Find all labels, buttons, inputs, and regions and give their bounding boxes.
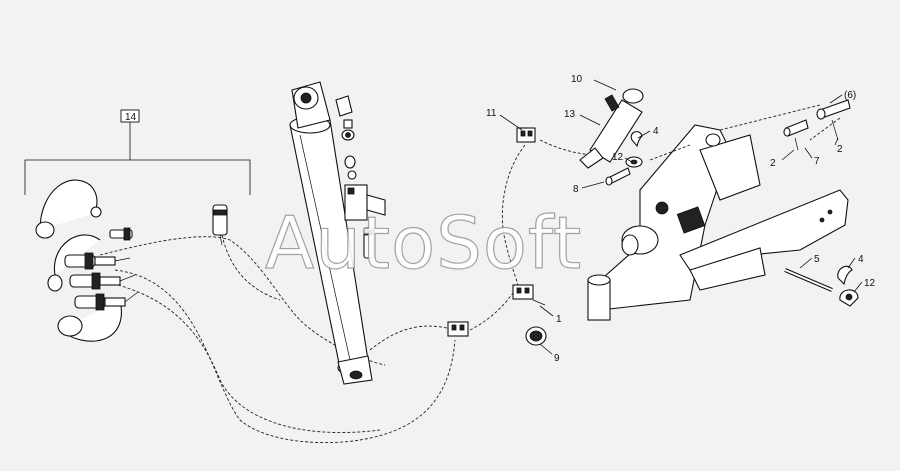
callout-14: 14 — [125, 112, 137, 123]
washer-12-upper — [625, 156, 643, 168]
callout-9: 9 — [554, 353, 560, 364]
serrated-pad — [676, 206, 706, 234]
valve-block — [344, 184, 386, 221]
callout-10: 10 — [571, 74, 583, 85]
hose-to-coupler-right — [469, 289, 516, 331]
hose-cyl-right — [369, 325, 456, 351]
coupler-kit-14: 14 — [24, 109, 251, 342]
filter-disc-9 — [525, 326, 547, 346]
hose-clamp-1 — [512, 284, 546, 306]
callout-6: (6) — [844, 90, 856, 101]
hydraulic-hoses — [99, 139, 601, 444]
hose-fitting-right — [363, 227, 375, 259]
fitting-stack — [335, 95, 357, 180]
washer-12-right — [839, 289, 859, 307]
pin-8 — [605, 167, 631, 186]
callout-11: 11 — [486, 108, 497, 119]
callout-1: 1 — [556, 314, 562, 325]
callout-12-right: 12 — [864, 278, 876, 289]
callout-4-upper: 4 — [653, 126, 659, 137]
watermark-text: AutoSoft — [265, 201, 582, 285]
hose-end-fitting — [212, 204, 228, 246]
small-cylinder-13 — [579, 88, 644, 169]
linkage-frame — [587, 124, 849, 321]
hose-right-loop — [501, 144, 526, 286]
callout-5: 5 — [814, 254, 820, 265]
callout-2-right: 2 — [837, 144, 843, 155]
quick-coupler-1 — [64, 252, 131, 270]
hose-clamp-lower — [447, 321, 469, 337]
hose-left-lower — [114, 269, 456, 444]
pin-5 — [784, 268, 833, 292]
callout-8: 8 — [573, 184, 579, 195]
callout-4-right: 4 — [858, 254, 864, 265]
hose-clamp-11 — [516, 127, 536, 143]
main-hydraulic-cylinder — [289, 81, 373, 385]
fitting-upper — [109, 227, 133, 241]
callout-13: 13 — [564, 109, 576, 120]
callout-2-left: 2 — [770, 158, 776, 169]
callout-12-upper: 12 — [612, 152, 624, 163]
callout-box-14 — [120, 109, 140, 123]
hose-left-mid — [117, 284, 381, 433]
hose-coupler-down — [221, 234, 281, 301]
leader-lines — [499, 79, 863, 355]
pin-6 — [816, 99, 851, 141]
quick-coupler-3 — [74, 291, 139, 311]
clip-4-right — [837, 265, 853, 286]
callout-labels: 10 11 13 4 12 8 (6) 2 2 7 5 4 12 1 9 — [486, 74, 876, 364]
callout-7: 7 — [814, 156, 820, 167]
pin-7 — [783, 119, 809, 151]
hose-left-long — [99, 236, 386, 366]
clip-4-upper — [630, 131, 643, 148]
projection-lines — [649, 104, 841, 161]
quick-coupler-2 — [69, 272, 136, 290]
